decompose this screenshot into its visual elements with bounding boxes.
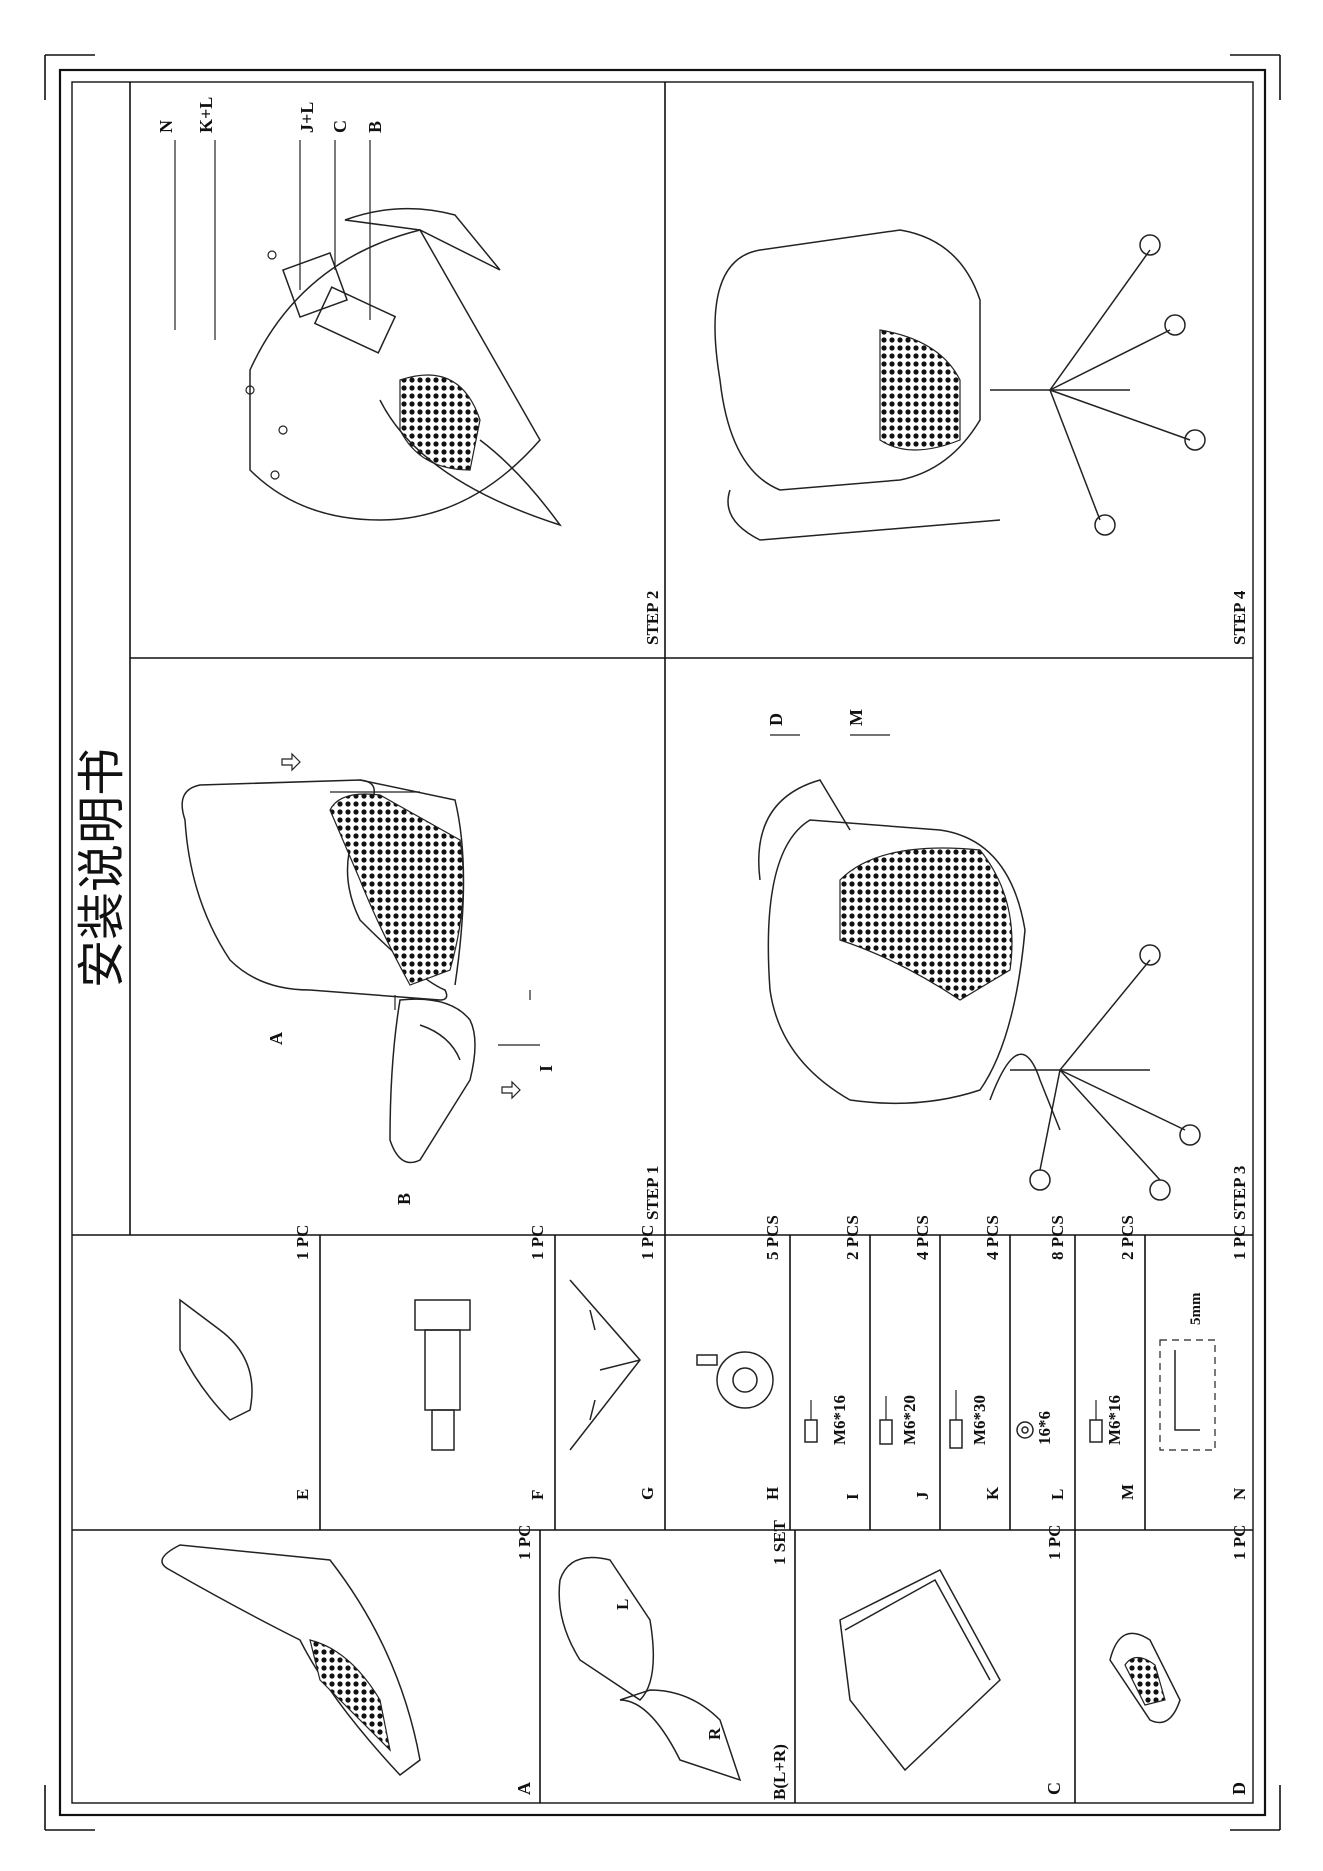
part-e-qty: 1 PC <box>293 1225 312 1260</box>
part-e-letter: E <box>293 1489 312 1500</box>
part-d-qty: 1 PC <box>1230 1525 1249 1560</box>
part-b-letter: B(L+R) <box>770 1744 789 1800</box>
part-e: E 1 PC <box>179 1225 312 1500</box>
callout-m: M <box>846 709 866 726</box>
part-b-sub-l: L <box>613 1599 632 1610</box>
part-c: C 1 PC <box>839 1525 1064 1795</box>
layout-grid <box>72 82 1253 1803</box>
part-n-letter: N <box>1230 1487 1249 1500</box>
crop-marks <box>44 54 1281 1831</box>
part-j-letter: J <box>913 1491 932 1500</box>
part-g: G 1 PC <box>569 1225 657 1500</box>
part-m-spec: M6*16 <box>1105 1395 1124 1445</box>
part-d: D 1 PC <box>1109 1525 1249 1795</box>
step-4-label: STEP 4 <box>1230 590 1249 645</box>
part-a: A 1 PC <box>161 1525 534 1795</box>
part-k-letter: K <box>983 1486 1002 1500</box>
part-b-qty: 1 SET <box>770 1519 789 1565</box>
part-j: M6*20 J 4 PCS <box>879 1215 932 1500</box>
part-l-letter: L <box>1048 1489 1067 1500</box>
part-c-qty: 1 PC <box>1045 1525 1064 1560</box>
callout-j-l: J+L <box>297 102 317 133</box>
step-labels: STEP 1 STEP 2 STEP 3 STEP 4 <box>643 590 1249 1220</box>
part-g-letter: G <box>638 1487 657 1500</box>
callout-i: I <box>536 1065 556 1072</box>
part-k: M6*30 K 4 PCS <box>949 1215 1002 1500</box>
part-l: 16*6 L 8 PCS <box>1016 1215 1067 1500</box>
part-c-letter: C <box>1044 1782 1064 1795</box>
part-m-letter: M <box>1118 1484 1137 1500</box>
part-a-qty: 1 PC <box>515 1525 534 1560</box>
step-2-illustration: N K+L J+L C B <box>156 97 562 527</box>
step-3-label: STEP 3 <box>1230 1166 1249 1220</box>
part-m-qty: 2 PCS <box>1118 1215 1137 1260</box>
part-f-qty: 1 PC <box>528 1225 547 1260</box>
part-l-qty: 8 PCS <box>1048 1215 1067 1260</box>
parts-small: E 1 PC F 1 PC G 1 PC H 5 PCS <box>179 1215 1249 1500</box>
part-n-qty: 1 PC <box>1230 1225 1249 1260</box>
part-d-letter: D <box>1229 1782 1249 1795</box>
callout-b-2: B <box>365 121 385 133</box>
part-m: M6*16 M 2 PCS <box>1089 1215 1137 1500</box>
part-i-qty: 2 PCS <box>843 1215 862 1260</box>
part-k-spec: M6*30 <box>970 1395 989 1445</box>
step-3-illustration: D M <box>758 709 1201 1201</box>
callout-d: D <box>766 713 786 726</box>
part-l-spec: 16*6 <box>1035 1411 1054 1445</box>
part-j-qty: 4 PCS <box>913 1215 932 1260</box>
part-n: 5mm N 1 PC <box>1159 1225 1249 1500</box>
parts-large: A 1 PC L R B(L+R) 1 SET C 1 PC D 1 PC <box>161 1519 1249 1800</box>
callout-c: C <box>330 120 350 133</box>
part-a-letter: A <box>514 1782 534 1795</box>
part-h: H 5 PCS <box>696 1215 782 1500</box>
part-n-spec: 5mm <box>1188 1292 1204 1325</box>
step-1-label: STEP 1 <box>643 1166 662 1220</box>
part-i-spec: M6*16 <box>830 1395 849 1445</box>
page-title: 安装说明书 <box>74 748 130 988</box>
step-1-illustration: A B I <box>181 752 556 1205</box>
step-4-illustration <box>714 229 1206 541</box>
part-h-letter: H <box>763 1487 782 1500</box>
part-i: M6*16 I 2 PCS <box>804 1215 862 1500</box>
callout-a: A <box>266 1032 286 1045</box>
part-b: L R B(L+R) 1 SET <box>558 1519 789 1800</box>
callout-n: N <box>156 120 176 133</box>
callout-k-l: K+L <box>196 97 216 133</box>
part-i-letter: I <box>843 1493 862 1500</box>
page-frame <box>58 68 1267 1817</box>
part-b-sub-r: R <box>705 1727 724 1740</box>
step-2-label: STEP 2 <box>643 591 662 645</box>
part-f-letter: F <box>528 1490 547 1500</box>
part-f: F 1 PC <box>414 1225 547 1500</box>
part-j-spec: M6*20 <box>900 1395 919 1445</box>
part-k-qty: 4 PCS <box>983 1215 1002 1260</box>
callout-b: B <box>394 1193 414 1205</box>
part-h-qty: 5 PCS <box>763 1215 782 1260</box>
part-g-qty: 1 PC <box>638 1225 657 1260</box>
